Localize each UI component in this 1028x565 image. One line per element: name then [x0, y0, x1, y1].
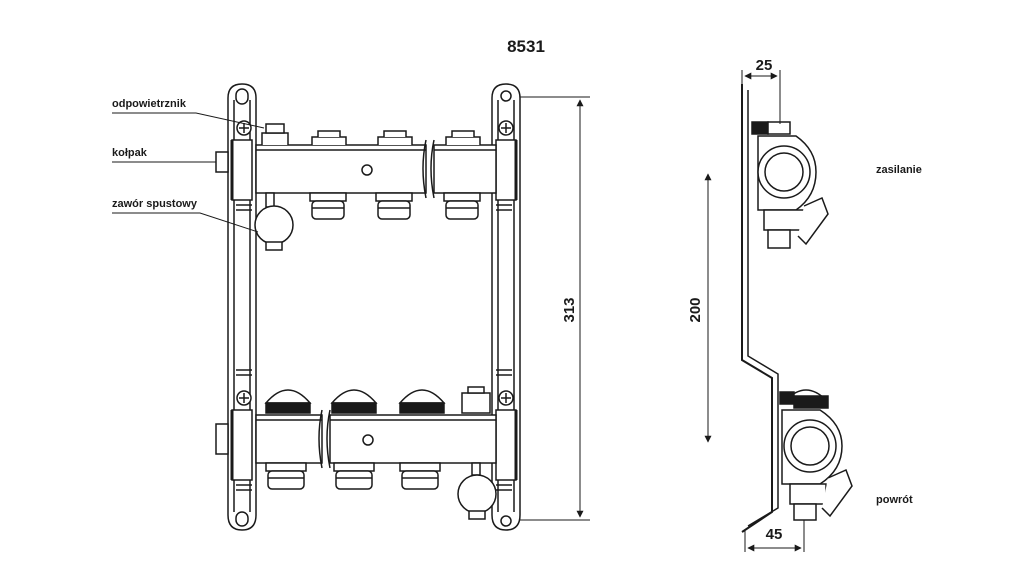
top-manifold-bar: [215, 123, 497, 251]
dimension-top-width-label: 25: [756, 57, 773, 74]
side-view: [741, 84, 853, 533]
model-number: 8531: [507, 37, 545, 56]
side-return-assembly: [779, 389, 853, 521]
label-supply: zasilanie: [876, 164, 922, 176]
side-supply-assembly: [751, 121, 829, 249]
dimension-313: [520, 96, 590, 521]
dimension-bottom-width-label: 45: [766, 526, 783, 543]
label-air-vent: odpowietrznik: [112, 98, 187, 110]
bottom-manifold-bar: [215, 386, 497, 520]
label-return: powrót: [876, 494, 913, 506]
dimension-height-label: 313: [561, 297, 578, 322]
leader-lines: [112, 112, 265, 233]
dimension-25: [741, 70, 781, 124]
label-drain-valve: zawór spustowy: [112, 198, 198, 210]
front-view: [215, 83, 521, 531]
right-bracket: [491, 83, 521, 531]
dimension-45: [744, 520, 805, 552]
left-bracket: [227, 83, 257, 531]
dimension-spacing-label: 200: [687, 297, 704, 322]
label-cap: kołpak: [112, 147, 148, 159]
